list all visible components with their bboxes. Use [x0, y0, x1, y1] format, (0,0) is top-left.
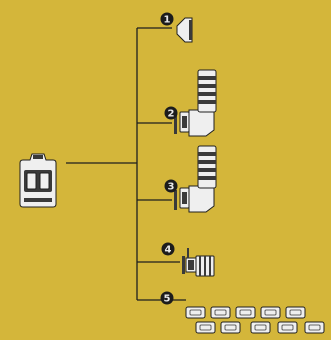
badge-circle — [161, 242, 175, 256]
item-number-badges: 1 2 3 4 5 — [160, 12, 178, 305]
item-badge-2: 2 — [164, 106, 178, 120]
correction-lens-icon — [277, 321, 298, 334]
camera-body-icon — [19, 153, 57, 208]
angle-finder-icon — [174, 69, 217, 137]
item-badge-5: 5 — [160, 291, 174, 305]
correction-lens-icon — [195, 321, 216, 334]
badge-circle — [164, 106, 178, 120]
badge-number: 5 — [164, 294, 171, 305]
correction-lens-icon — [250, 321, 271, 334]
magnifier-icon — [182, 248, 215, 277]
badge-circle — [160, 12, 174, 26]
eyecup-icon — [176, 17, 193, 43]
badge-number: 1 — [164, 15, 171, 26]
correction-lens-icon — [220, 321, 241, 334]
badge-circle — [164, 179, 178, 193]
correction-lens-icon — [235, 306, 256, 319]
badge-number: 3 — [168, 182, 175, 193]
badge-number: 4 — [165, 245, 172, 256]
correction-lens-icon — [185, 306, 206, 319]
correction-lens-icon — [304, 321, 325, 334]
badge-number: 2 — [168, 109, 175, 120]
item-badge-4: 4 — [161, 242, 175, 256]
item-badge-3: 3 — [164, 179, 178, 193]
angle-finder-icon — [174, 145, 217, 213]
correction-lens-icon — [210, 306, 231, 319]
connector-lines — [66, 27, 186, 301]
item-badge-1: 1 — [160, 12, 174, 26]
correction-lenses-icon — [185, 306, 325, 334]
badge-circle — [160, 291, 174, 305]
correction-lens-icon — [260, 306, 281, 319]
correction-lens-icon — [285, 306, 306, 319]
